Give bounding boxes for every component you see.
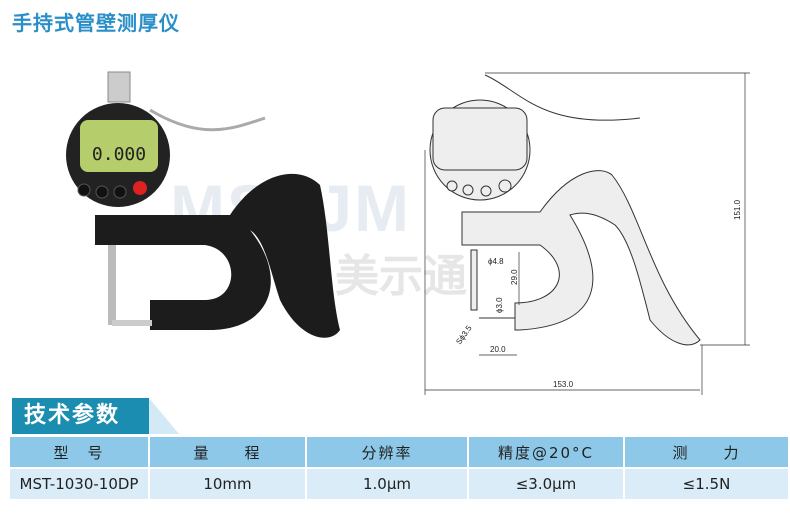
dim-ball: Sϕ3.5 — [454, 323, 474, 346]
page-title: 手持式管壁测厚仪 — [12, 11, 180, 35]
product-illustrations: 0.000 151.0 153.0 ϕ4.8 29.0 ϕ3.0 Sϕ3.5 2… — [66, 71, 750, 395]
table-header-row: 型 号 量 程 分辨率 精度@20°C 测 力 — [8, 435, 790, 469]
dim-width: 153.0 — [553, 380, 574, 389]
cell-range: 10mm — [148, 467, 307, 501]
header-resolution: 分辨率 — [305, 435, 469, 469]
header-model: 型 号 — [8, 435, 150, 469]
header-accuracy: 精度@20°C — [467, 435, 625, 469]
header-force: 测 力 — [623, 435, 790, 469]
cell-resolution: 1.0μm — [305, 467, 469, 501]
header-range: 量 程 — [148, 435, 307, 469]
table-row: MST-1030-10DP 10mm 1.0μm ≤3.0μm ≤1.5N — [8, 467, 790, 501]
dim-depth: 29.0 — [510, 269, 519, 285]
cell-force: ≤1.5N — [623, 467, 790, 501]
product-photo: 0.000 — [66, 71, 340, 338]
cell-accuracy: ≤3.0μm — [467, 467, 625, 501]
spec-table: 型 号 量 程 分辨率 精度@20°C 测 力 MST-1030-10DP 10… — [8, 435, 790, 501]
dim-anvil: ϕ3.0 — [495, 297, 504, 313]
cell-model: MST-1030-10DP — [8, 467, 150, 501]
technical-drawing — [424, 72, 750, 395]
dim-stem: ϕ4.8 — [488, 257, 504, 266]
lcd-reading: 0.000 — [92, 144, 146, 165]
section-label: 技术参数 — [12, 398, 149, 434]
dim-anvil-length: 20.0 — [490, 345, 506, 354]
watermark-cn: 美示通 — [335, 251, 467, 302]
dim-height: 151.0 — [733, 199, 742, 220]
tab-decoration — [149, 398, 179, 434]
